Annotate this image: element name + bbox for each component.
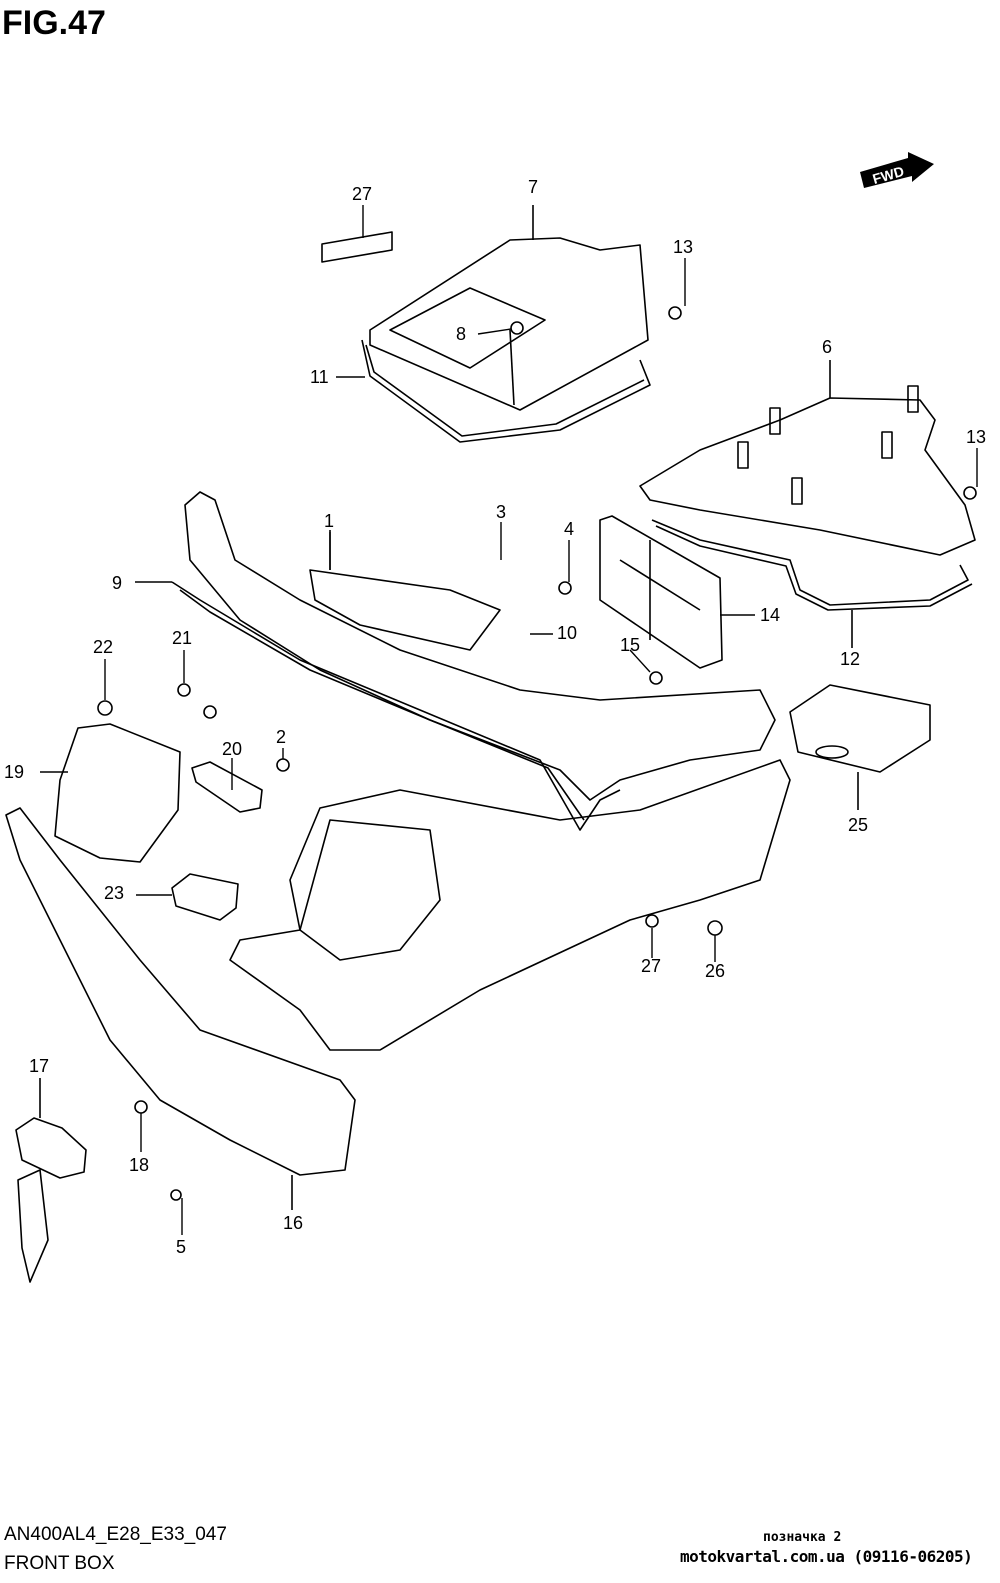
part-12-seal <box>651 519 973 648</box>
leader-lines <box>104 205 978 1235</box>
callout-18: 18 <box>129 1155 150 1175</box>
callout-26: 27 <box>641 956 662 976</box>
part-19-cover <box>40 723 181 863</box>
callout-9: 9 <box>112 573 123 593</box>
part-23-catch <box>136 873 239 921</box>
part-9-front-box-frame <box>135 491 776 831</box>
callout-7: 7 <box>528 177 539 197</box>
part-6-box-cover <box>639 360 976 556</box>
callout-13-top: 13 <box>673 237 694 257</box>
callout-15: 15 <box>620 635 641 655</box>
callout-27: 27 <box>352 184 373 204</box>
callout-3: 3 <box>496 502 507 522</box>
callout-17: 17 <box>29 1056 50 1076</box>
watermark-site: motokvartal.com.ua (09116-06205) <box>680 1547 973 1566</box>
part-11-seal <box>336 339 651 443</box>
callout-1: 1 <box>324 511 335 531</box>
callout-24: 25 <box>848 815 869 835</box>
callout-10: 10 <box>557 623 578 643</box>
watermark-label: позначка 2 <box>763 1530 842 1545</box>
callout-16: 16 <box>283 1213 304 1233</box>
callout-12: 12 <box>840 649 861 669</box>
part-14-bracket-plate <box>599 515 755 669</box>
callout-13-right: 13 <box>966 427 987 447</box>
figure-code: AN400AL4_E28_E33_047 <box>4 1524 227 1545</box>
callout-8: 8 <box>456 324 467 344</box>
part-24-tray <box>789 684 931 810</box>
callout-5: 5 <box>176 1237 187 1257</box>
callout-6: 6 <box>822 337 833 357</box>
figure-title: FIG.47 <box>2 4 106 42</box>
figure-name: FRONT BOX <box>4 1553 115 1574</box>
callout-22: 22 <box>93 637 114 657</box>
forward-arrow-icon: FWD <box>860 152 934 188</box>
part-27-pad <box>321 231 393 263</box>
callout-21: 21 <box>172 628 193 648</box>
front-box-lower-body <box>229 759 791 1051</box>
callout-20: 20 <box>222 739 243 759</box>
callout-4: 4 <box>564 519 575 539</box>
part-16-front-box-lid <box>5 807 356 1210</box>
callout-2: 2 <box>276 727 287 747</box>
callout-11: 11 <box>310 367 329 387</box>
callout-23: 23 <box>104 883 125 903</box>
callout-14: 14 <box>760 605 781 625</box>
part-20-latch <box>191 761 263 813</box>
part-17-lock-set <box>15 1078 87 1283</box>
callout-25: 26 <box>705 961 726 981</box>
part-7-upper-lid <box>369 205 649 411</box>
callout-19: 19 <box>4 762 25 782</box>
